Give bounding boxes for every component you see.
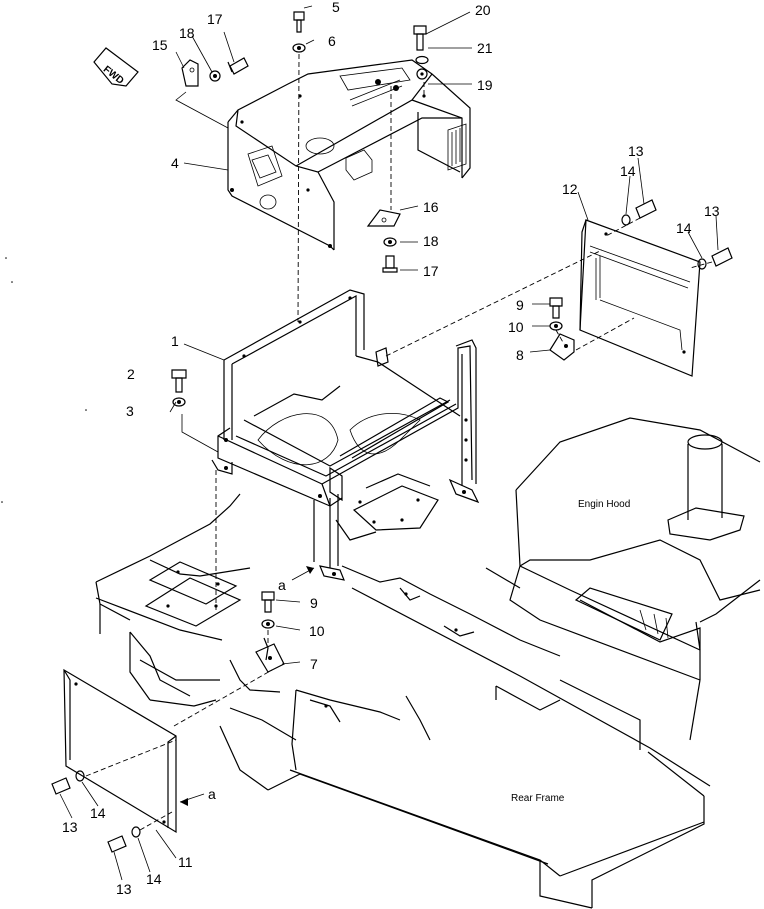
callout-3: 3 [126, 403, 134, 419]
fwd-arrow-icon: FWD [93, 47, 139, 87]
rear-frame-label: Rear Frame [511, 793, 565, 804]
callout-16: 16 [423, 199, 439, 215]
callout-21: 21 [477, 40, 493, 56]
fwd-label: FWD [101, 64, 126, 87]
callout-9-lower: 9 [310, 595, 318, 611]
callout-14-left: 14 [90, 805, 106, 821]
callout-4: 4 [171, 155, 179, 171]
callout-15: 15 [152, 37, 168, 53]
callout-13-right: 13 [704, 203, 720, 219]
left-side-panel-part [63, 668, 177, 834]
callout-8: 8 [516, 347, 524, 363]
callout-13-bottom: 13 [116, 881, 132, 897]
lower-bracket-part [255, 591, 285, 673]
callout-11: 11 [178, 854, 193, 870]
top-cover-part [227, 59, 471, 251]
top-bolts [292, 11, 429, 80]
callout-2: 2 [127, 366, 135, 382]
callout-12: 12 [562, 181, 578, 197]
callout-14-top: 14 [620, 163, 636, 179]
reference-arrows [180, 566, 314, 806]
callout-14-right: 14 [676, 220, 692, 236]
callout-13-top: 13 [628, 143, 644, 159]
callout-6: 6 [328, 33, 336, 49]
hood-bracket-lower [366, 209, 401, 273]
callout-10-right: 10 [508, 319, 524, 335]
callout-5: 5 [332, 0, 340, 15]
callout-7: 7 [310, 656, 318, 672]
callout-9-right: 9 [516, 297, 524, 313]
callout-20: 20 [475, 2, 491, 18]
assembly-dashed-lines [85, 53, 713, 831]
right-panel-bolts [621, 199, 733, 270]
callout-1: 1 [171, 333, 179, 349]
frame-bolt-left [171, 369, 187, 407]
hood-bracket-part [181, 57, 249, 87]
callout-17-top: 17 [207, 11, 223, 27]
callout-a-lower: a [208, 786, 216, 802]
callout-13-left: 13 [62, 819, 78, 835]
machine-floor-body [95, 473, 711, 909]
left-panel-bolts [51, 770, 141, 853]
right-bracket-part [549, 297, 575, 361]
main-frame-part [211, 289, 480, 581]
callout-labels: 1 2 3 4 5 6 7 8 9 9 10 10 11 12 13 13 13… [62, 0, 720, 897]
callout-a-upper: a [278, 577, 286, 593]
scatter-marks [1, 257, 87, 503]
callout-10-lower: 10 [309, 623, 325, 639]
leader-lines [59, 5, 719, 881]
engine-hood-part: Engin Hood [509, 417, 761, 741]
callout-19: 19 [477, 77, 493, 93]
callout-18-lower: 18 [423, 233, 439, 249]
right-side-panel-part [579, 219, 701, 377]
callout-14-bottom: 14 [146, 871, 162, 887]
callout-17-lower: 17 [423, 263, 439, 279]
callout-18-top: 18 [179, 25, 195, 41]
engine-hood-label: Engin Hood [578, 499, 630, 510]
